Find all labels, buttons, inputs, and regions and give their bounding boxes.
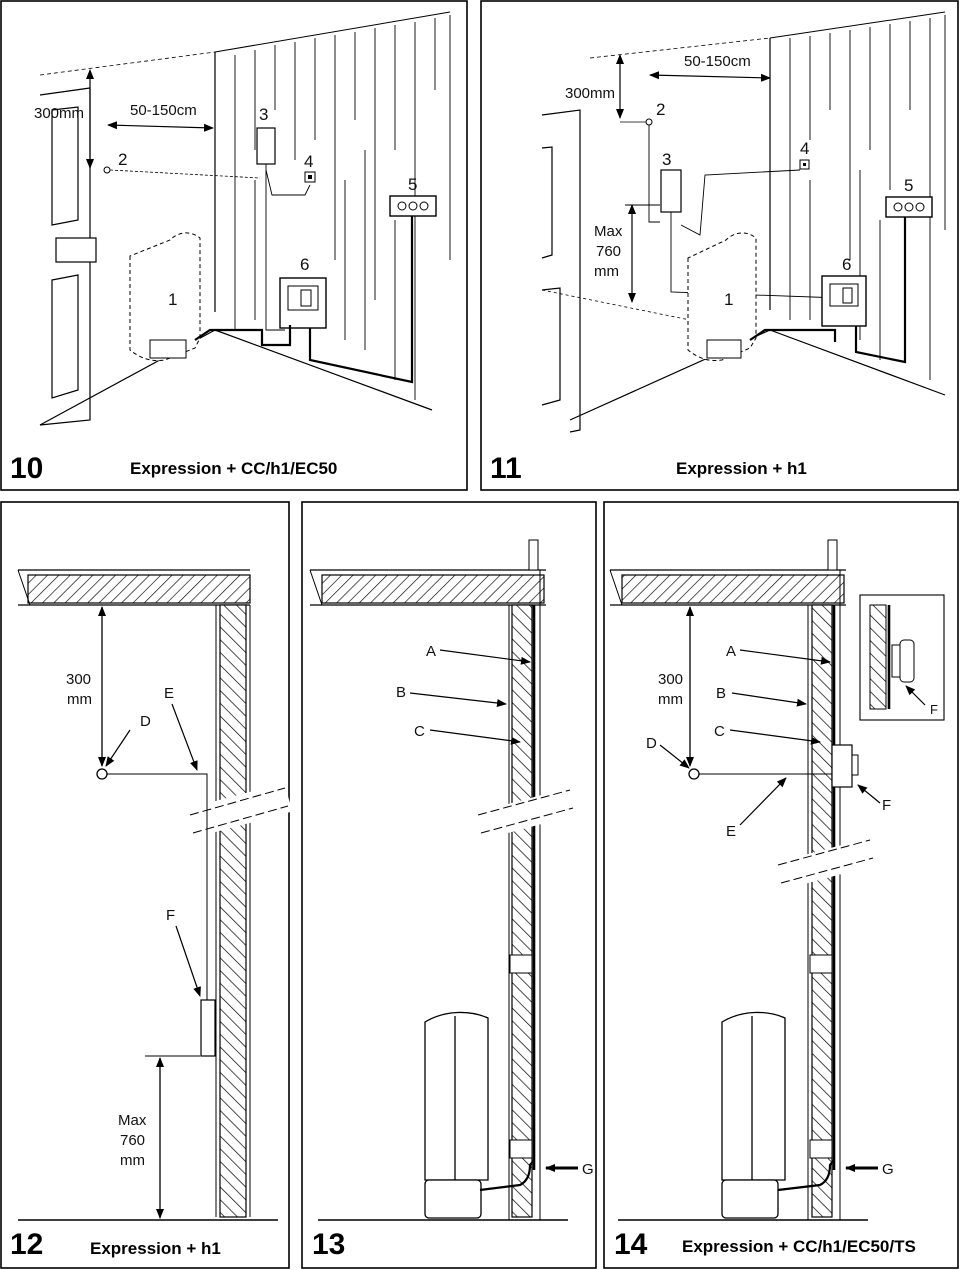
label-6: 6: [300, 255, 309, 274]
label-g: G: [582, 1161, 594, 1178]
label-1: 1: [724, 290, 733, 309]
detail-inset: F: [859, 594, 945, 721]
wire-3-4: [265, 169, 311, 196]
label-3: 3: [259, 105, 268, 124]
panel-10: 300mm 50-150cm 2 3 4 5 6 1 10: [0, 0, 468, 491]
max-label: Max: [594, 223, 623, 240]
dim-300-value: 300: [66, 671, 91, 688]
label-4: 4: [304, 152, 313, 171]
dim-50-150-label: 50-150cm: [130, 102, 197, 119]
label-c: C: [414, 723, 425, 740]
label-5: 5: [904, 176, 913, 195]
ceiling-line: [39, 51, 216, 76]
label-e: E: [726, 823, 736, 840]
dim-50-150-arrow: [649, 71, 771, 82]
panel-12-frame: [0, 501, 290, 1269]
dim-300-label: 300mm: [34, 105, 84, 122]
sensor-d: [96, 768, 108, 780]
heater: [424, 1011, 489, 1219]
sensor-2: [645, 118, 653, 126]
wall-section: [219, 604, 247, 1218]
label-d: D: [140, 713, 151, 730]
panel-12-number: 12: [10, 1228, 43, 1261]
max-label: Max: [118, 1112, 147, 1129]
panel-13-number: 13: [312, 1228, 345, 1261]
panel-14-number: 14: [614, 1228, 648, 1261]
heater-1: [129, 232, 201, 361]
label-b: B: [716, 685, 726, 702]
control-unit-3: [256, 127, 276, 165]
label-4: 4: [800, 139, 809, 158]
cable-heater-6: [194, 325, 292, 347]
label-e: E: [164, 685, 174, 702]
dim-50-150-arrow: [107, 121, 214, 132]
cable-6-5: [308, 216, 414, 384]
label-6: 6: [842, 255, 851, 274]
panel-14-caption: Expression + CC/h1/EC50/TS: [682, 1237, 916, 1256]
dim-300-value: 300: [658, 671, 683, 688]
panel-11-number: 11: [490, 452, 522, 485]
panel-13: A B C G 13: [301, 501, 597, 1269]
max-unit: mm: [594, 263, 619, 280]
heater-cable: [479, 1159, 535, 1192]
dim-300-unit: mm: [67, 691, 92, 708]
panel-11-caption: Expression + h1: [676, 459, 807, 478]
dim-300-unit: mm: [658, 691, 683, 708]
wall-section: [811, 604, 833, 1218]
dim-300-label: 300mm: [565, 85, 615, 102]
panel-10-frame: [0, 0, 468, 491]
max-value: 760: [120, 1132, 145, 1149]
panel-14: 300 mm D E F A B C F: [603, 501, 959, 1269]
panel-11: 300mm 50-150cm 2 3 Max 760 mm 4 5 6 1 11…: [480, 0, 959, 491]
label-d: D: [646, 735, 657, 752]
panel-12: 300 mm D E F Max 760 mm 12 Expression + …: [0, 501, 293, 1269]
label-f: F: [166, 907, 175, 924]
ceiling-right: [214, 11, 451, 53]
panel-10-number: 10: [10, 452, 43, 485]
label-b: B: [396, 684, 406, 701]
label-2: 2: [656, 100, 665, 119]
label-a: A: [426, 643, 436, 660]
wall-section: [511, 604, 533, 1218]
label-g: G: [882, 1161, 894, 1178]
label-3: 3: [662, 150, 671, 169]
panel-12-caption: Expression + h1: [90, 1239, 221, 1258]
label-5: 5: [408, 175, 417, 194]
max-unit: mm: [120, 1152, 145, 1169]
control-unit-3: [660, 169, 682, 213]
dim-50-150-label: 50-150cm: [684, 53, 751, 70]
panel-13-frame: [301, 501, 597, 1269]
label-f: F: [882, 797, 891, 814]
door: [39, 87, 97, 426]
label-2: 2: [118, 150, 127, 169]
ceiling-slab: [27, 574, 251, 604]
heater: [721, 1011, 786, 1219]
label-a: A: [726, 643, 736, 660]
wire-3-6: [265, 164, 285, 331]
sensor-2: [103, 166, 111, 174]
floor-right: [214, 329, 433, 411]
door: [541, 109, 581, 433]
label-c: C: [714, 723, 725, 740]
connection-box-f: [200, 999, 216, 1057]
sensor-2-wire: [109, 169, 261, 179]
label-f-inset: F: [930, 702, 938, 717]
sensor-d: [688, 768, 700, 780]
panel-11-frame: [480, 0, 959, 491]
connection-box-f: [831, 744, 853, 788]
panel-10-caption: Expression + CC/h1/EC50: [130, 459, 337, 478]
heater-1: [687, 232, 757, 361]
max-value: 760: [596, 243, 621, 260]
panel-14-frame: [603, 501, 959, 1269]
label-1: 1: [168, 290, 177, 309]
